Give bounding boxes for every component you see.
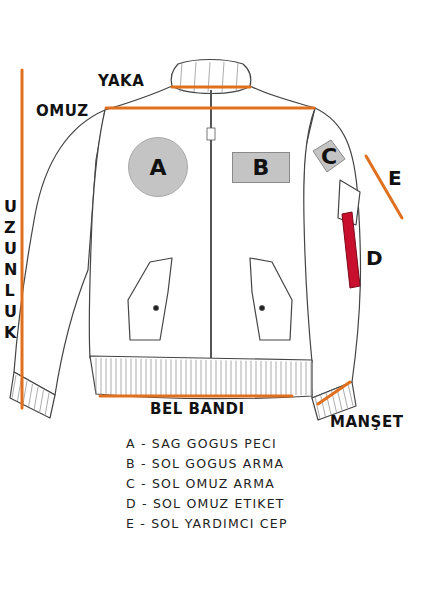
patch-diamond: C	[311, 139, 347, 173]
rib-stroke	[106, 358, 107, 395]
rib-stroke	[281, 361, 282, 395]
jacket-body	[89, 86, 315, 362]
rib-stroke	[29, 384, 33, 407]
rib-stroke	[196, 360, 197, 395]
collar	[171, 60, 250, 94]
waistband	[90, 356, 312, 399]
patch-letter: C	[321, 144, 337, 169]
zipper-pull	[207, 128, 215, 140]
rib-stroke	[171, 359, 172, 395]
rib-stroke	[231, 360, 232, 395]
rib-stroke	[251, 361, 252, 395]
patch-shape	[313, 140, 345, 172]
dimension-label: UZUNLUK	[4, 196, 15, 343]
rib-stroke	[126, 359, 127, 395]
cuff-line	[318, 382, 350, 404]
rib-stroke	[23, 381, 27, 404]
patch-letter: B	[253, 155, 270, 180]
rib-stroke	[226, 360, 227, 395]
rib-stroke	[348, 384, 353, 406]
rib-stroke	[12, 375, 16, 398]
rib-stroke	[131, 359, 132, 395]
rib-stroke	[241, 361, 242, 395]
rib-stroke	[45, 393, 49, 416]
rib-stroke	[221, 360, 222, 395]
key-line: B - SOL GOGUS ARMA	[126, 456, 284, 471]
callout-letter: D	[366, 246, 383, 270]
rib-stroke	[296, 362, 297, 395]
dimension-label: OMUZ	[36, 102, 89, 120]
rib-stroke	[343, 386, 348, 408]
rib-stroke	[191, 360, 192, 395]
rib-stroke	[186, 360, 187, 395]
rib-stroke	[266, 361, 267, 395]
sleeve-tag	[342, 212, 360, 288]
rib-stroke	[111, 358, 112, 395]
key-line: A - SAG GOGUS PECI	[126, 436, 277, 451]
rib-stroke	[141, 359, 142, 395]
rib-stroke	[121, 358, 122, 395]
rib-stroke	[101, 358, 102, 395]
shoulder-line	[106, 107, 314, 110]
rib-stroke	[34, 387, 38, 410]
rib-stroke	[311, 362, 312, 395]
pocket-button	[153, 305, 158, 310]
rib-stroke	[201, 360, 202, 395]
collar-line	[172, 86, 250, 89]
pocket-button	[259, 305, 264, 310]
patch-circle: A	[128, 137, 188, 197]
dimension-label: BEL BANDI	[150, 400, 245, 418]
rib-stroke	[181, 360, 182, 395]
length-line	[21, 70, 24, 408]
rib-stroke	[256, 361, 257, 395]
rib-stroke	[236, 361, 237, 395]
rib-stroke	[271, 361, 272, 395]
rib-stroke	[116, 358, 117, 395]
rib-stroke	[161, 359, 162, 395]
rib-stroke	[291, 362, 292, 395]
rib-stroke	[246, 361, 247, 395]
rib-stroke	[146, 359, 147, 395]
key-line: E - SOL YARDIMCI CEP	[126, 516, 288, 531]
rib-stroke	[96, 358, 97, 395]
pocket-line	[366, 156, 402, 218]
right-pocket	[128, 258, 172, 340]
rib-stroke	[315, 397, 320, 419]
key-line: C - SOL OMUZ ARMA	[126, 476, 275, 491]
left-pocket	[250, 258, 292, 340]
dimension-label: MANŞET	[330, 413, 403, 431]
rib-stroke	[261, 361, 262, 395]
rib-stroke	[40, 390, 44, 413]
rib-stroke	[301, 362, 302, 395]
dimension-label: YAKA	[98, 72, 144, 90]
rib-stroke	[276, 361, 277, 395]
waistband-line	[100, 395, 292, 398]
rib-stroke	[286, 361, 287, 395]
key-line: D - SOL OMUZ ETIKET	[126, 496, 285, 511]
rib-stroke	[166, 359, 167, 395]
patch-letter: A	[149, 155, 166, 180]
rib-stroke	[156, 359, 157, 395]
rib-stroke	[151, 359, 152, 395]
callout-letter: E	[388, 166, 402, 190]
rib-stroke	[306, 362, 307, 395]
rib-stroke	[136, 359, 137, 395]
rib-stroke	[206, 360, 207, 395]
right-cuff	[10, 372, 55, 418]
rib-stroke	[176, 359, 177, 395]
rib-stroke	[211, 360, 212, 395]
patch-rect: B	[232, 152, 290, 183]
rib-stroke	[216, 360, 217, 395]
